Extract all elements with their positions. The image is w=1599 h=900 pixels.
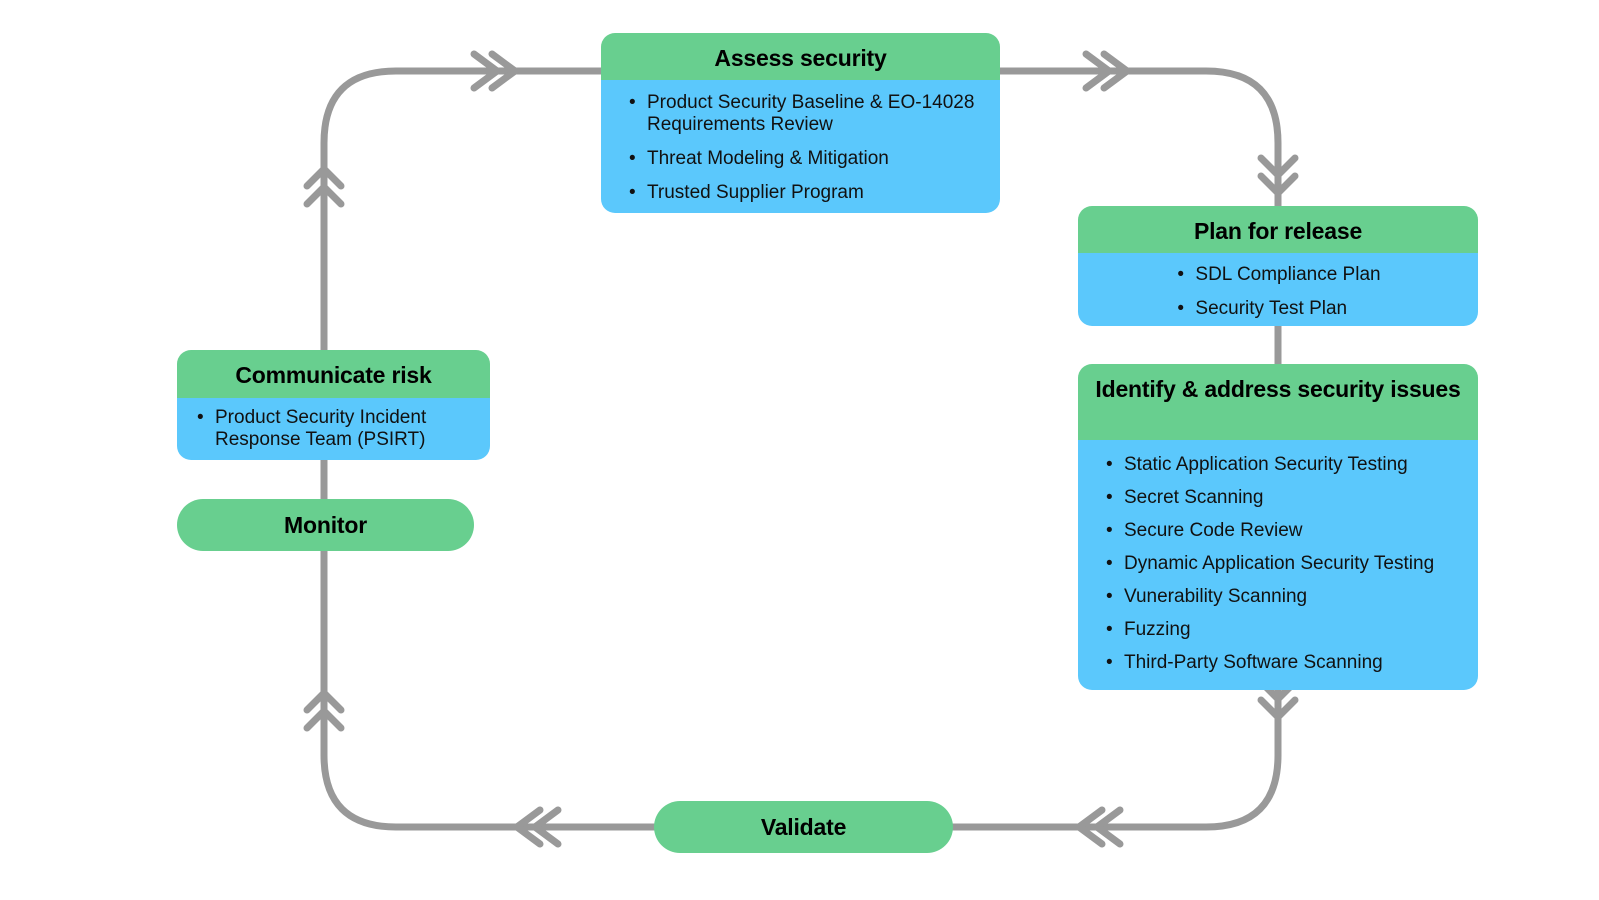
connector-assess-to-plan (996, 67, 1282, 210)
connector-identify-to-validate (949, 686, 1282, 831)
list-item: Security Test Plan (1175, 298, 1380, 320)
list-item: Dynamic Application Security Testing (1104, 553, 1468, 575)
arrowhead-right-from-assess (1082, 50, 1131, 92)
node-assess-security-body: Product Security Baseline & EO-14028 Req… (601, 80, 1000, 213)
list-item: Trusted Supplier Program (627, 182, 986, 204)
arrowhead-left-to-validate (1075, 806, 1124, 848)
list-item: Secure Code Review (1104, 520, 1468, 542)
node-identify-address-security-issues-body: Static Application Security Testing Secr… (1078, 440, 1478, 690)
node-plan-for-release[interactable]: Plan for release SDL Compliance Plan Sec… (1078, 206, 1478, 326)
node-communicate-risk-body: Product Security Incident Response Team … (177, 398, 490, 460)
node-communicate-risk[interactable]: Communicate risk Product Security Incide… (177, 350, 490, 460)
node-plan-for-release-title: Plan for release (1078, 206, 1478, 253)
node-monitor[interactable]: Monitor (177, 499, 474, 551)
arrowhead-down-to-plan (1257, 154, 1299, 197)
connector-validate-to-monitor (320, 547, 658, 831)
assess-security-bullet-list: Product Security Baseline & EO-14028 Req… (627, 92, 986, 204)
list-item: Secret Scanning (1104, 487, 1468, 509)
arrowhead-right-to-assess (470, 50, 519, 92)
plan-for-release-bullet-list: SDL Compliance Plan Security Test Plan (1175, 264, 1380, 326)
list-item: Fuzzing (1104, 619, 1468, 641)
list-item: Third-Party Software Scanning (1104, 652, 1468, 674)
list-item: Vunerability Scanning (1104, 586, 1468, 608)
arrowhead-left-from-validate (513, 806, 562, 848)
arrowhead-up-to-assess (303, 165, 345, 208)
list-item: SDL Compliance Plan (1175, 264, 1380, 286)
node-assess-security-title: Assess security (601, 33, 1000, 80)
list-item: Static Application Security Testing (1104, 454, 1468, 476)
identify-security-issues-bullet-list: Static Application Security Testing Secr… (1104, 454, 1468, 674)
node-communicate-risk-title: Communicate risk (177, 350, 490, 398)
list-item: Product Security Baseline & EO-14028 Req… (627, 92, 986, 136)
node-assess-security[interactable]: Assess security Product Security Baselin… (601, 33, 1000, 213)
node-identify-address-security-issues-title: Identify & address security issues (1078, 364, 1478, 440)
communicate-risk-bullet-list: Product Security Incident Response Team … (195, 407, 482, 452)
node-plan-for-release-body: SDL Compliance Plan Security Test Plan (1078, 253, 1478, 326)
list-item: Product Security Incident Response Team … (195, 407, 482, 452)
list-item: Threat Modeling & Mitigation (627, 148, 986, 170)
node-validate[interactable]: Validate (654, 801, 953, 853)
node-identify-address-security-issues[interactable]: Identify & address security issues Stati… (1078, 364, 1478, 690)
arrowhead-up-to-monitor (303, 689, 345, 732)
